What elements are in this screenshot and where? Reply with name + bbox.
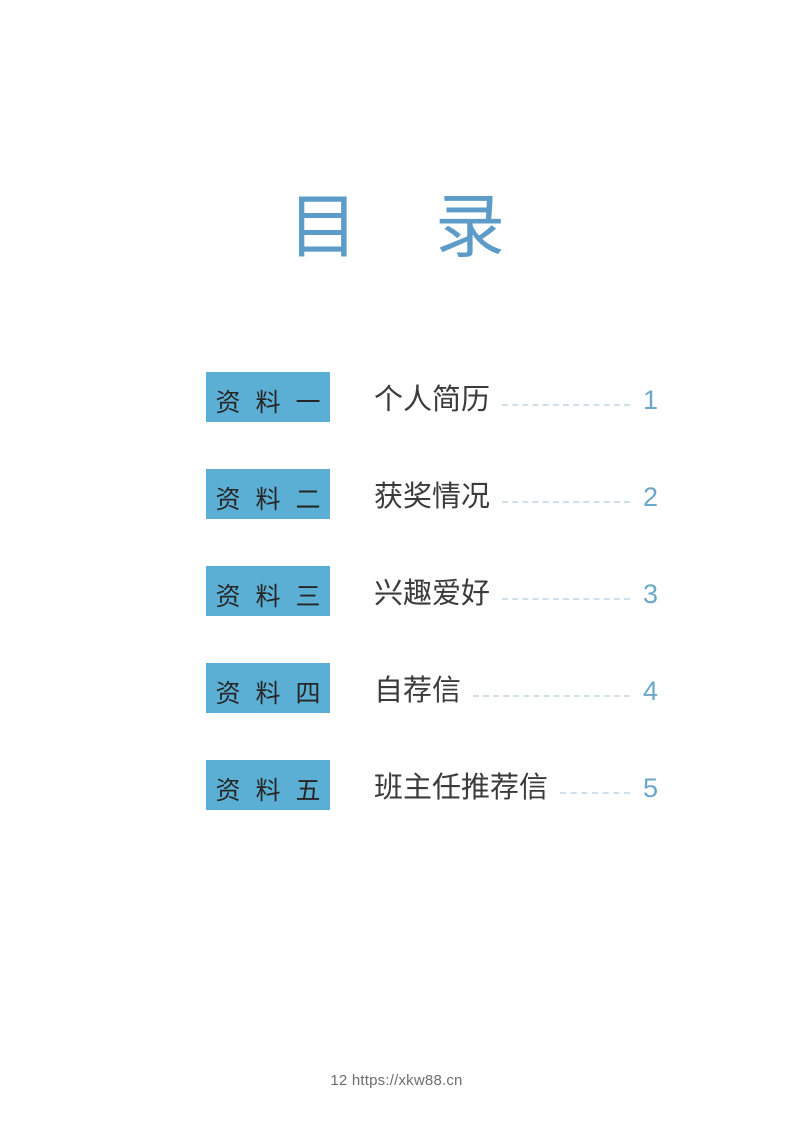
toc-entry-badge: 资 料 三	[206, 566, 330, 616]
toc-entry-page-number: 3	[642, 579, 658, 609]
toc-entry-row[interactable]: 资 料 一 个人简历 1	[206, 372, 658, 422]
toc-entry-row[interactable]: 资 料 四 自荐信 4	[206, 663, 658, 713]
toc-leader-dots	[473, 694, 630, 698]
toc-leader-dots	[502, 597, 630, 601]
toc-leader-dots	[502, 403, 630, 407]
page-title: 目 录	[288, 190, 519, 267]
toc-entry-body: 兴趣爱好 3	[374, 577, 658, 611]
toc-entry-body: 自荐信 4	[374, 674, 658, 708]
toc-entry-row[interactable]: 资 料 二 获奖情况 2	[206, 469, 658, 519]
toc-entry-badge-label: 资 料 四	[215, 680, 325, 708]
toc-entry-badge-label: 资 料 一	[215, 389, 325, 417]
toc-entry-body: 获奖情况 2	[374, 480, 658, 514]
toc-entry-title: 兴趣爱好	[374, 578, 491, 610]
toc-entry-badge: 资 料 五	[206, 760, 330, 810]
toc-entry-badge: 资 料 二	[206, 469, 330, 519]
toc-entry-badge-label: 资 料 二	[215, 486, 325, 514]
toc-entry-row[interactable]: 资 料 三 兴趣爱好 3	[206, 566, 658, 616]
toc-entry-title: 班主任推荐信	[374, 772, 549, 804]
toc-entry-title: 个人简历	[374, 384, 491, 416]
toc-entry-badge: 资 料 一	[206, 372, 330, 422]
toc-leader-dots	[560, 791, 630, 795]
toc-entry-badge-label: 资 料 五	[215, 777, 325, 805]
toc-entry-body: 个人简历 1	[374, 383, 658, 417]
page-footer: 12 https://xkw88.cn	[330, 1072, 463, 1089]
toc-entry-title: 获奖情况	[374, 481, 491, 513]
toc-entry-body: 班主任推荐信 5	[374, 771, 658, 805]
toc-entry-row[interactable]: 资 料 五 班主任推荐信 5	[206, 760, 658, 810]
table-of-contents: 资 料 一 个人简历 1 资 料 二 获奖情况 2 资 料 三 兴趣	[206, 372, 658, 810]
toc-entry-badge: 资 料 四	[206, 663, 330, 713]
toc-entry-page-number: 1	[642, 385, 658, 415]
toc-leader-dots	[502, 500, 630, 504]
toc-entry-page-number: 2	[642, 482, 658, 512]
toc-entry-page-number: 4	[642, 676, 658, 706]
toc-entry-page-number: 5	[642, 773, 658, 803]
toc-entry-title: 自荐信	[374, 675, 462, 707]
toc-entry-badge-label: 资 料 三	[215, 583, 325, 611]
